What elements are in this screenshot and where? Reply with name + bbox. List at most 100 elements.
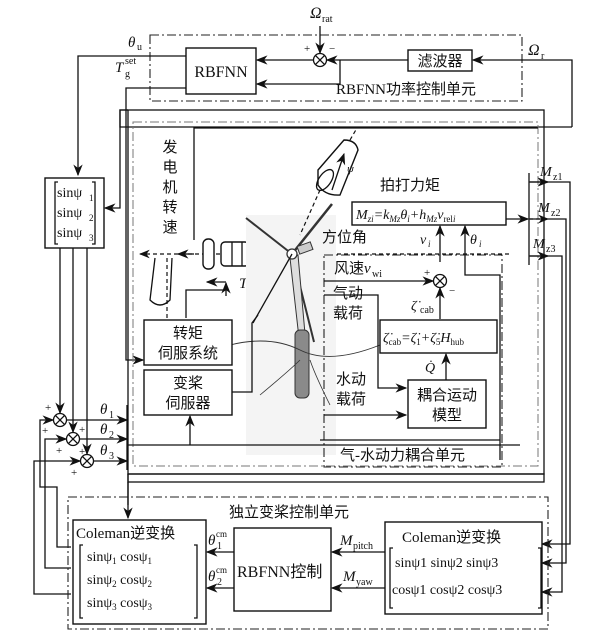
coleman-left-row-1: sinψ1 cosψ1 [87, 550, 152, 566]
theta-3-symbol: θ [100, 443, 108, 459]
coleman-left-row-2: sinψ2 cosψ2 [87, 573, 152, 589]
pitch-servo-line-1: 变桨 [173, 375, 203, 392]
plus-3a: + [79, 446, 85, 458]
gen-speed-char-4: 转 [162, 199, 177, 216]
m-pitch-symbol: M [339, 533, 354, 549]
gen-speed-char-5: 速 [162, 219, 177, 236]
filter-label: 滤波器 [417, 53, 462, 70]
mz1-sub: z1 [553, 172, 562, 183]
theta-1-sub: 1 [109, 410, 114, 421]
gen-speed-char-2: 电 [162, 159, 177, 176]
vrel-minus: − [449, 285, 455, 297]
torque-servo-line-1: 转矩 [173, 325, 203, 342]
omega-r-symbol: Ω [528, 42, 540, 59]
sin-sub-1: 1 [89, 193, 94, 203]
wind-speed-sub: wi [372, 269, 382, 280]
coleman-right-block [384, 521, 543, 615]
coupled-model-line-2: 模型 [432, 407, 462, 424]
theta2-cm-sup: cm [216, 565, 227, 575]
theta-3-sub: 3 [109, 451, 114, 462]
power-control-unit: RBFNN 滤波器 RBFNN功率控制单元 + − Ω rat Ω r θ u … [73, 5, 573, 365]
wind-turbine-illustration [229, 203, 381, 455]
vrel-plus: + [424, 267, 430, 279]
m-pitch-sub: pitch [353, 541, 373, 552]
sin-psi-block: sinψ 1 sinψ 2 sinψ 3 [44, 109, 128, 249]
mz2-sub: z2 [551, 208, 560, 219]
pitch-servo-line-2: 伺服器 [165, 395, 210, 412]
tg-set-sub: g [125, 69, 130, 80]
aero-load-line-1: 气动 [333, 285, 363, 302]
flap-moment-section: 拍打力矩 Mzi=kMzθi+hMzvreli v i θ i M z1 M z… [351, 165, 571, 597]
theta-i-symbol: θ [470, 233, 477, 248]
rbfnn-control-label: RBFNN控制 [237, 563, 322, 581]
tg-set-symbol: T [115, 60, 125, 76]
plus-1a: + [45, 402, 51, 414]
zeta-cab-symbol: ζ̇ [411, 299, 421, 314]
sin-sub-2: 2 [89, 213, 94, 223]
mz3-sub: z3 [546, 244, 555, 255]
power-unit-border [149, 34, 523, 102]
hydro-load-line-2: 载荷 [336, 391, 366, 408]
sum-minus: − [329, 43, 335, 55]
theta-u-symbol: θ [128, 35, 136, 51]
aero-hydro-title: 气-水动力耦合单元 [340, 447, 465, 464]
aero-load-line-2: 载荷 [333, 305, 363, 322]
sin-sub-3: 3 [89, 233, 94, 243]
theta1-cm-sub: 1 [217, 541, 222, 552]
inverse-coleman-left-title: Coleman逆变换 [76, 525, 175, 542]
vi-symbol: v [420, 233, 427, 248]
psi-label: ψ [347, 163, 354, 175]
coleman-left-row-3: sinψ3 cosψ3 [87, 596, 153, 612]
gen-speed-char-3: 机 [162, 179, 177, 196]
theta-2-symbol: θ [100, 422, 108, 438]
theta2-cm-sub: 2 [217, 577, 222, 588]
rbfnn-block [185, 47, 257, 95]
inverse-coleman-left-block [72, 519, 207, 625]
sin-row-3: sinψ [57, 226, 82, 241]
aero-hydro-coupling-unit: 风速 v wi + − ζ̇ cab 气动 载荷 ζ̇cab=ζ̇1+ζ̇5Hh… [320, 254, 503, 468]
coleman-right-title: Coleman逆变换 [402, 529, 501, 546]
flap-moment-equation: Mzi=kMzθi+hMzvreli [355, 208, 456, 224]
coupled-model-line-1: 耦合运动 [417, 387, 477, 404]
theta-1-symbol: θ [100, 402, 108, 418]
azimuth-label: 方位角 [322, 229, 367, 246]
wind-speed-label: 风速 [334, 260, 364, 277]
generator-speed-label: 发 电 机 转 速 [162, 139, 177, 236]
turbine-inner-dash [132, 121, 539, 467]
torque-servo-block [143, 319, 233, 366]
wind-speed-var: v [364, 261, 371, 277]
vi-sub: i [428, 239, 431, 249]
q-dot-symbol: Q̇ [425, 360, 435, 376]
plus-2a: + [79, 424, 85, 436]
ipc-border [67, 496, 549, 630]
rbfnn-label: RBFNN [194, 64, 248, 81]
zeta-equation-box [379, 319, 498, 354]
sum-plus: + [304, 43, 310, 55]
theta-2-sub: 2 [109, 430, 114, 441]
sin-row-2: sinψ [57, 206, 82, 221]
zeta-equation: ζ̇cab=ζ̇1+ζ̇5Hhub [383, 331, 465, 347]
plus-1b: + [42, 425, 48, 437]
connector-box [127, 473, 545, 483]
m-yaw-symbol: M [342, 569, 357, 585]
power-unit-title: RBFNN功率控制单元 [336, 81, 476, 98]
theta1-cm-symbol: θ [208, 533, 216, 549]
plus-3b: + [71, 467, 77, 479]
hydro-load-line-1: 水动 [336, 371, 366, 388]
theta2-cm-symbol: θ [208, 569, 216, 585]
coleman-right-row-2: cosψ1 cosψ2 cosψ3 [392, 583, 502, 598]
mz2-symbol: M [537, 201, 551, 216]
mz3-symbol: M [532, 237, 546, 252]
plus-2b: + [56, 445, 62, 457]
flap-moment-title: 拍打力矩 [380, 177, 440, 194]
theta1-cm-sup: cm [216, 529, 227, 539]
mz1-symbol: M [539, 165, 553, 180]
coleman-right-row-1: sinψ1 sinψ2 sinψ3 [395, 556, 498, 571]
omega-rat-symbol: Ω [310, 5, 322, 22]
generator-icon [149, 238, 250, 318]
omega-rat-sub: rat [322, 14, 333, 25]
sin-row-1: sinψ [57, 186, 82, 201]
flap-moment-equation-box [351, 201, 507, 226]
